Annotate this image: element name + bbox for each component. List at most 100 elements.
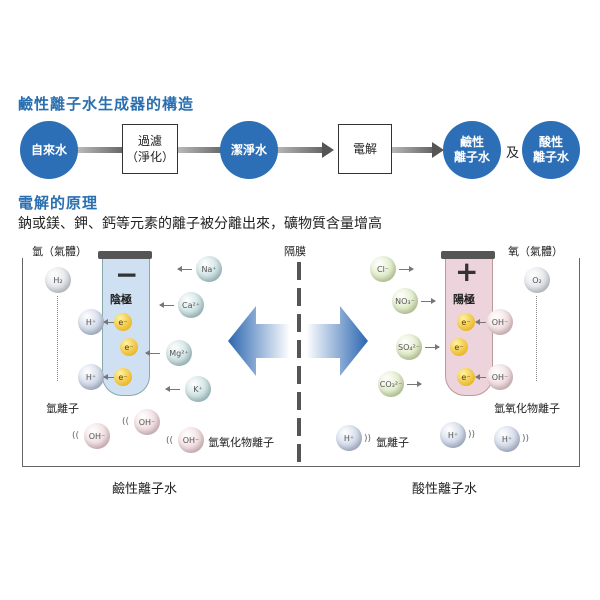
- cathode-cap: [98, 251, 152, 259]
- arrow: [165, 386, 180, 392]
- oh-label: OH⁻: [88, 431, 106, 441]
- wave: ((: [166, 436, 174, 446]
- arrow: [399, 266, 414, 272]
- alkaline-water-node: 鹼性 離子水: [443, 121, 501, 179]
- electron-label: e⁻: [454, 342, 464, 352]
- h2-molecule: H₂: [45, 267, 71, 293]
- so4-ion: SO₄²⁻: [396, 334, 422, 360]
- flow-line-3: [272, 147, 330, 153]
- electron-label: e⁻: [124, 342, 134, 352]
- cathode-label: 陰極: [110, 293, 132, 306]
- arrow: [407, 381, 422, 387]
- flow-arrowhead-2: [432, 142, 444, 158]
- hydrogen-ion-label-left: 氫離子: [46, 402, 79, 415]
- filter-sublabel: （淨化）: [125, 150, 174, 164]
- filter-label: 過濾: [137, 134, 162, 148]
- oxygen-gas-label: 氧（氣體）: [508, 245, 563, 258]
- big-arrow-right: [306, 306, 368, 376]
- na-ion: Na⁺: [196, 256, 222, 282]
- electron: e⁻: [114, 368, 132, 386]
- cathode-sign: −: [115, 258, 139, 291]
- o2-dotted-arrow: [536, 296, 537, 381]
- arrow: [103, 319, 114, 325]
- hydroxide-ion-label-left: 氫氧化物離子: [208, 436, 274, 449]
- arrow: [159, 302, 174, 308]
- h-ion-label: H⁺: [85, 317, 97, 327]
- oh-ion: OH⁻: [178, 427, 204, 453]
- h-ion: H⁺: [78, 364, 104, 390]
- electron-label: e⁻: [118, 372, 128, 382]
- o2-molecule: O₂: [524, 267, 550, 293]
- wave: )): [468, 430, 476, 440]
- wave: ((: [122, 417, 130, 427]
- electron: e⁻: [457, 313, 475, 331]
- principle-title: 電解的原理: [18, 194, 99, 212]
- acidic-line2: 離子水: [532, 150, 569, 164]
- arrow: [145, 350, 160, 356]
- no3-ion: NO₃⁻: [392, 288, 418, 314]
- filter-node: 過濾 （淨化）: [122, 124, 178, 174]
- electron: e⁻: [120, 338, 138, 356]
- structure-title: 鹼性離子水生成器的構造: [18, 95, 195, 113]
- membrane-label: 隔膜: [284, 245, 306, 258]
- arrow: [425, 344, 440, 350]
- co3-ion: CO₃²⁻: [378, 371, 404, 397]
- co3-label: CO₃²⁻: [379, 379, 403, 389]
- flow-line-2: [175, 147, 230, 153]
- oh-ion: OH⁻: [487, 364, 513, 390]
- flow-line-4: [388, 147, 438, 153]
- h-ion: H⁺: [78, 309, 104, 335]
- electron: e⁻: [450, 338, 468, 356]
- alkaline-water-label: 鹼性離子水: [112, 482, 178, 497]
- electron-label: e⁻: [461, 372, 471, 382]
- alkaline-line1: 鹼性: [459, 135, 484, 149]
- h-ion: H⁺: [494, 426, 520, 452]
- cl-ion: Cl⁻: [370, 256, 396, 282]
- clean-water-node: 潔淨水: [220, 121, 278, 179]
- electrolysis-node: 電解: [338, 124, 392, 174]
- ca-ion: Ca²⁺: [178, 292, 204, 318]
- h-ion-label: H⁺: [85, 372, 97, 382]
- electron: e⁻: [114, 313, 132, 331]
- hydrogen-gas-label: 氫（氣體）: [32, 245, 87, 258]
- electron-label: e⁻: [461, 317, 471, 327]
- arrow: [177, 266, 192, 272]
- principle-subtitle: 鈉或鎂、鉀、鈣等元素的離子被分離出來，礦物質含量增高: [18, 216, 382, 232]
- flow-arrowhead-1: [322, 142, 334, 158]
- tap-water-node: 自來水: [20, 121, 78, 179]
- oh-ion: OH⁻: [84, 423, 110, 449]
- h-ion-label: H⁺: [447, 430, 459, 440]
- acidic-water-label: 酸性離子水: [412, 482, 478, 497]
- arrow: [475, 319, 486, 325]
- oh-label: OH⁻: [182, 435, 200, 445]
- no3-label: NO₃⁻: [395, 296, 415, 306]
- tank-outline: [22, 258, 580, 467]
- h-ion: H⁺: [440, 422, 466, 448]
- oh-ion: OH⁻: [134, 409, 160, 435]
- so4-label: SO₄²⁻: [397, 342, 420, 352]
- oh-label: OH⁻: [491, 317, 509, 327]
- clean-water-label: 潔淨水: [230, 142, 267, 157]
- h-ion-label: H⁺: [343, 433, 355, 443]
- oh-label: OH⁻: [138, 417, 156, 427]
- hydrogen-ion-label-right: 氫離子: [376, 436, 409, 449]
- electron-label: e⁻: [118, 317, 128, 327]
- o2-label: O₂: [532, 275, 542, 285]
- anode-label: 陽極: [453, 293, 475, 306]
- acidic-water-node: 酸性 離子水: [522, 121, 580, 179]
- electrolysis-label: 電解: [352, 142, 377, 156]
- arrow: [103, 374, 114, 380]
- mg-ion: Mg²⁺: [166, 340, 192, 366]
- anode-cap: [441, 251, 495, 259]
- mg-label: Mg²⁺: [169, 348, 189, 358]
- electron: e⁻: [457, 368, 475, 386]
- cl-label: Cl⁻: [376, 264, 390, 274]
- wave: )): [522, 434, 530, 444]
- ca-label: Ca²⁺: [182, 300, 200, 310]
- wave: )): [364, 434, 372, 444]
- tap-water-label: 自來水: [30, 142, 67, 157]
- arrow: [421, 298, 436, 304]
- membrane: [297, 262, 301, 466]
- h-ion: H⁺: [336, 425, 362, 451]
- and-label: 及: [506, 146, 520, 161]
